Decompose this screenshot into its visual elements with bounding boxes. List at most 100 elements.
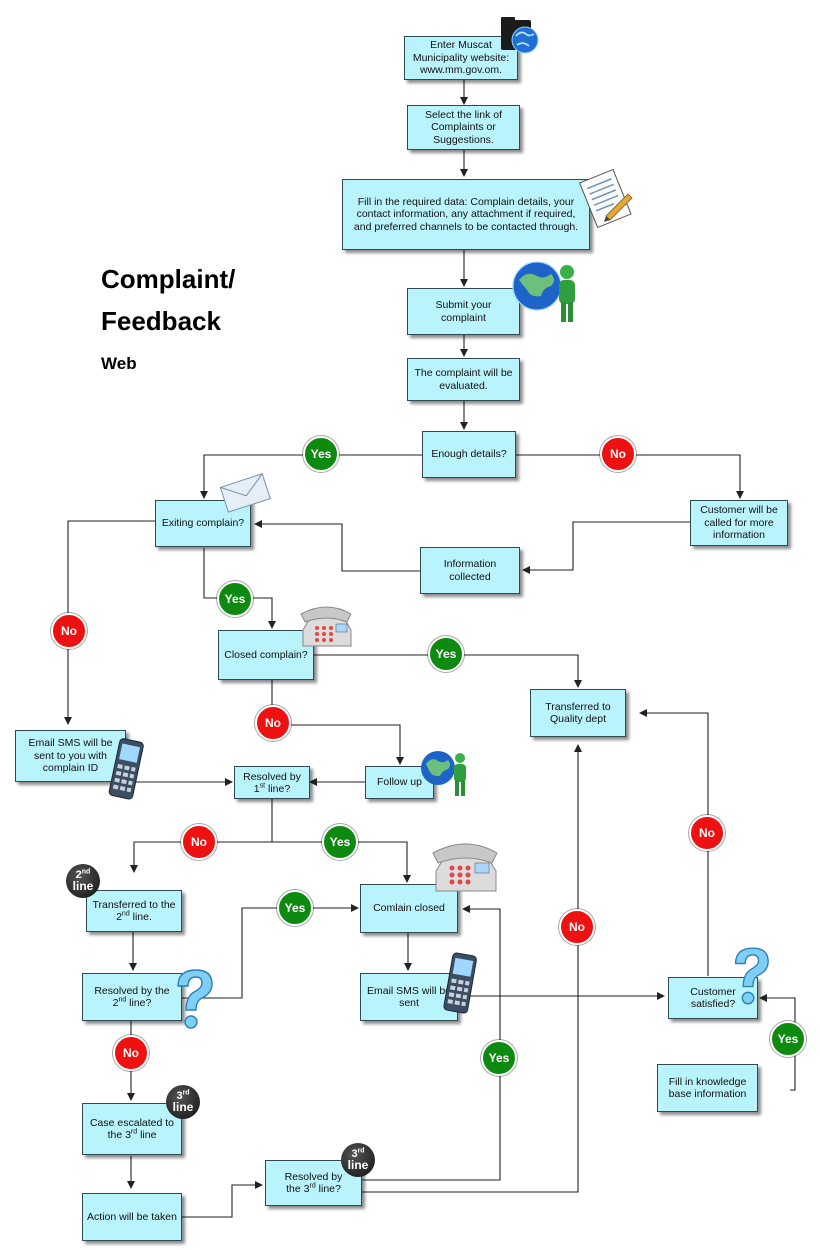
fill-data-node: Fill in the required data: Complain deta…	[342, 179, 590, 250]
telephone-icon-closed	[300, 606, 352, 647]
transferred-quality-text: Transferred to Quality dept	[545, 700, 611, 726]
submit-complaint-text: Submit your complaint	[435, 299, 492, 324]
exiting-complain-text: Exiting complain?	[161, 517, 245, 530]
enter-website-text: Enter Muscat Municipality website: www.m…	[412, 39, 510, 77]
fill-knowledge-base-node: Fill in knowledge base information	[657, 1064, 758, 1112]
yes-badge-resolved-3rd: Yes	[481, 1040, 517, 1076]
third-line-badge-word-b: line	[347, 1158, 369, 1172]
yes-badge-exiting-complain: Yes	[217, 581, 253, 617]
yes-badge-knowledge-base: Yes	[770, 1021, 806, 1057]
closed-complain-text: Closed complain?	[224, 648, 308, 661]
resolved-3rd-line-text-a: Resolved by	[284, 1170, 343, 1183]
email-sms-id-node: Email SMS will be sent to you with compl…	[15, 730, 126, 782]
email-sms-sent-node: Email SMS will be sent	[360, 973, 458, 1021]
email-sms-id-text: Email SMS will be sent to you with compl…	[28, 737, 113, 775]
third-line-badge-word-a: line	[172, 1100, 194, 1114]
third-line-badge-digit-b: 3	[351, 1148, 358, 1160]
no-badge-customer-satisfied: No	[689, 815, 725, 851]
information-collected-text: Information collected	[443, 558, 497, 583]
information-collected-node: Information collected	[420, 547, 520, 594]
second-line-badge-num: 2nd	[75, 868, 91, 881]
resolved-3rd-line-text-b: the 3	[286, 1183, 310, 1195]
transferred-2nd-line-sup: nd	[121, 910, 130, 918]
action-taken-text: Action will be taken	[87, 1210, 177, 1223]
fill-knowledge-base-text: Fill in knowledge base information	[668, 1075, 747, 1101]
diagram-subtitle: Web	[101, 354, 137, 373]
enter-website-node: Enter Muscat Municipality website: www.m…	[404, 36, 518, 80]
mobile-phone-icon-email-id	[108, 738, 144, 800]
resolved-2nd-line-text-c: line?	[126, 997, 152, 1009]
yes-badge-closed-complain: Yes	[428, 636, 464, 672]
globe-person-icon-follow-up	[421, 751, 466, 796]
third-line-badge-digit-a: 3	[176, 1090, 183, 1102]
mobile-phone-icon-email-sms	[443, 952, 477, 1014]
third-line-badge-escalated: 3rd line	[166, 1085, 200, 1119]
evaluated-node: The complaint will be evaluated.	[407, 358, 520, 401]
diagram-title-line2: Feedback	[101, 306, 221, 336]
second-line-badge-sup: nd	[81, 868, 91, 876]
globe-folder-icon	[501, 17, 539, 54]
enough-details-node: Enough details?	[422, 431, 516, 478]
case-escalated-text-c: line	[137, 1129, 157, 1141]
no-badge-resolved-3rd: No	[559, 909, 595, 945]
question-mark-icon-resolved-2nd	[177, 969, 213, 1029]
email-sms-sent-text: Email SMS will be sent	[366, 984, 452, 1010]
resolved-1st-line-text-a: Resolved by	[243, 770, 301, 783]
closed-complain-node: Closed complain?	[218, 630, 314, 680]
globe-person-icon-submit	[512, 261, 575, 322]
second-line-badge: 2nd line	[66, 864, 100, 898]
third-line-badge-sup-b: rd	[357, 1147, 365, 1155]
case-escalated-sup: rd	[130, 1128, 138, 1136]
case-escalated-text-a: Case escalated to	[89, 1116, 175, 1129]
resolved-2nd-line-sup: nd	[118, 996, 127, 1004]
resolved-3rd-line-text-c: line?	[315, 1183, 341, 1195]
transferred-2nd-line-text-c: line.	[129, 911, 152, 923]
transferred-2nd-line-text-b: 2	[116, 911, 122, 923]
third-line-badge-num-b: 3rd	[351, 1147, 365, 1160]
complain-closed-text: Comlain closed	[373, 902, 445, 915]
resolved-2nd-line-text-b: 2	[112, 997, 119, 1009]
evaluated-text: The complaint will be evaluated.	[414, 367, 513, 392]
customer-satisfied-text: Customer satisfied?	[690, 985, 736, 1011]
yes-badge-enough-details: Yes	[303, 436, 339, 472]
customer-called-node: Customer will be called for more informa…	[690, 500, 788, 546]
second-line-badge-word: line	[72, 879, 94, 893]
second-line-badge-digit: 2	[75, 869, 82, 881]
enough-details-text: Enough details?	[431, 448, 507, 461]
submit-complaint-node: Submit your complaint	[407, 288, 520, 335]
document-pencil-icon	[578, 168, 633, 229]
resolved-2nd-line-text-a: Resolved by the	[94, 984, 170, 997]
select-link-node: Select the link of Complaints or Suggest…	[407, 105, 520, 150]
no-badge-resolved-1st: No	[181, 824, 217, 860]
no-badge-exiting-complain: No	[51, 613, 87, 649]
yes-badge-resolved-2nd: Yes	[277, 890, 313, 926]
envelope-icon	[219, 473, 271, 513]
transferred-quality-node: Transferred to Quality dept	[530, 689, 626, 737]
case-escalated-text-b: the 3	[107, 1129, 131, 1141]
question-mark-icon-customer-satisfied	[734, 947, 769, 1005]
no-badge-enough-details: No	[600, 436, 636, 472]
yes-badge-resolved-1st: Yes	[322, 824, 358, 860]
complain-closed-node: Comlain closed	[360, 884, 458, 933]
fill-data-text: Fill in the required data: Complain deta…	[353, 195, 579, 233]
customer-called-text: Customer will be called for more informa…	[700, 504, 778, 542]
follow-up-node: Follow up	[365, 766, 434, 799]
third-line-badge-resolved: 3rd line	[341, 1143, 375, 1177]
resolved-1st-line-text-c: line?	[265, 782, 291, 795]
action-taken-node: Action will be taken	[82, 1193, 182, 1241]
resolved-1st-line-sup: st	[259, 782, 266, 789]
diagram-title-line1: Complaint/	[101, 264, 236, 294]
resolved-3rd-line-sup: rd	[309, 1182, 316, 1190]
third-line-badge-sup-a: rd	[182, 1089, 190, 1097]
